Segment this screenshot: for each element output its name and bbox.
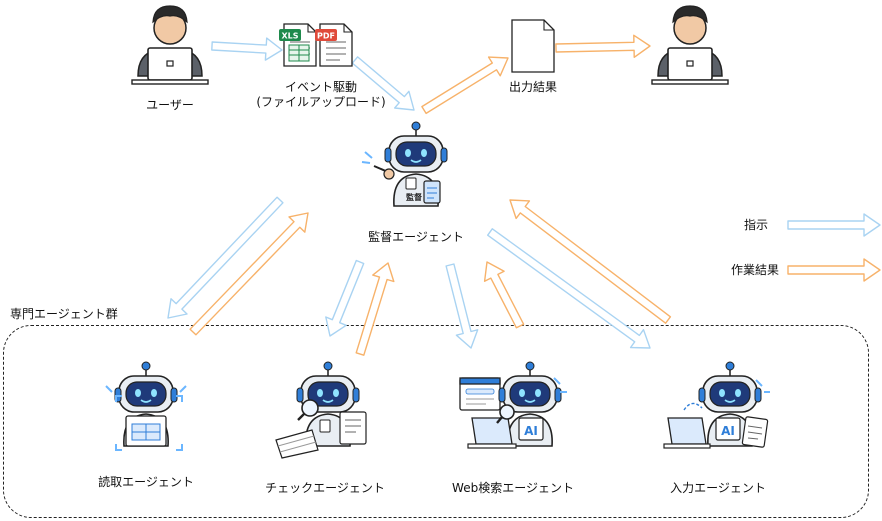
reading-agent-label: 読取エージェント xyxy=(98,475,194,489)
svg-text:XLS: XLS xyxy=(281,32,298,41)
input-agent-robot-icon: AI xyxy=(663,361,770,449)
supervisor-agent-label: 監督エージェント xyxy=(368,230,464,244)
specialist-group-box xyxy=(3,325,869,518)
user-person-icon xyxy=(131,5,209,85)
reading-agent-robot-icon xyxy=(105,361,187,451)
event-trigger-label: イベント駆動 xyxy=(284,80,358,94)
check-agent-label: チェックエージェント xyxy=(265,481,385,495)
legend-instruction-label: 指示 xyxy=(744,218,769,232)
output-to-recipient-arrow xyxy=(555,34,651,58)
supervisor-to-reading-instruction-arrow xyxy=(167,196,284,319)
user-label: ユーザー xyxy=(146,98,194,112)
output-recipient-person-icon xyxy=(651,5,729,85)
web-search-agent-robot-icon: AI xyxy=(459,361,567,449)
svg-text:監督: 監督 xyxy=(406,192,422,202)
legend-instruction-arrow xyxy=(787,213,881,237)
pdf-file-icon: PDF xyxy=(315,23,353,67)
output-result-label: 出力結果 xyxy=(508,80,558,94)
svg-text:AI: AI xyxy=(721,424,735,438)
web-search-agent-label: Web検索エージェント xyxy=(452,481,574,495)
svg-text:PDF: PDF xyxy=(317,32,335,41)
legend-result-label: 作業結果 xyxy=(731,263,780,277)
xls-file-icon: XLS xyxy=(279,23,317,67)
files-to-supervisor-arrow xyxy=(351,56,415,111)
supervisor-robot-icon: 監督 xyxy=(361,121,448,207)
specialist-group-label: 専門エージェント群 xyxy=(10,307,118,321)
supervisor-to-check-instruction-arrow xyxy=(325,259,365,337)
supervisor-to-websearch-instruction-arrow xyxy=(445,263,479,349)
legend-result-arrow xyxy=(787,258,881,282)
supervisor-to-input-instruction-arrow xyxy=(487,228,651,349)
input-agent-label: 入力エージェント xyxy=(670,481,766,495)
check-agent-robot-icon xyxy=(275,361,367,459)
event-trigger-sublabel: (ファイルアップロード) xyxy=(256,95,386,109)
user-to-files-arrow xyxy=(211,37,283,61)
supervisor-to-output-arrow xyxy=(421,56,509,115)
websearch-to-supervisor-result-arrow xyxy=(483,261,525,329)
input-to-supervisor-result-arrow xyxy=(509,199,672,324)
svg-text:AI: AI xyxy=(524,424,538,438)
check-to-supervisor-result-arrow xyxy=(355,262,395,356)
output-document-icon xyxy=(511,19,555,73)
reading-to-supervisor-result-arrow xyxy=(189,212,309,336)
